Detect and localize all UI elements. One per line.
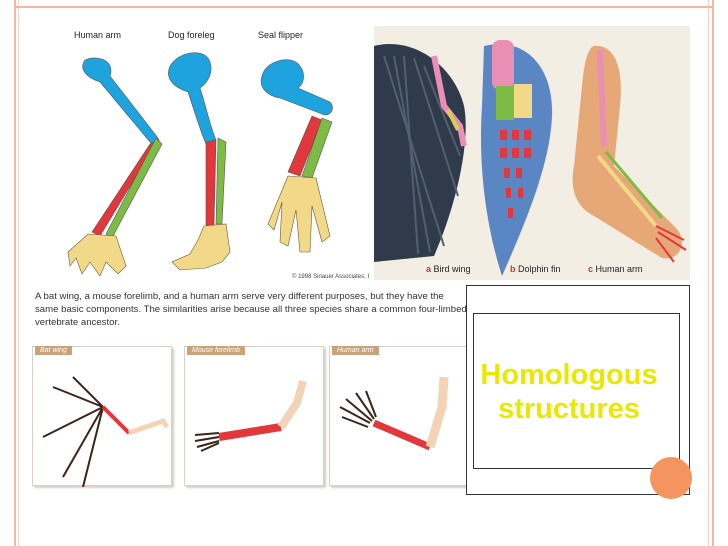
human-arm-bones bbox=[67, 57, 163, 277]
frame-inner-right-line bbox=[708, 0, 709, 546]
mouse-forelimb-tag: Mouse forelimb bbox=[187, 346, 245, 355]
figure-caption: A bat wing, a mouse forelimb, and a huma… bbox=[35, 291, 467, 328]
label-c-human-arm: c Human arm bbox=[588, 264, 643, 274]
dog-foreleg-bones bbox=[168, 52, 231, 271]
slide-title-line2: structures bbox=[498, 393, 640, 425]
frame-top-line bbox=[14, 6, 714, 8]
slide-title: Homologous structures bbox=[466, 358, 672, 426]
dolphin-fin-drawing bbox=[480, 40, 553, 276]
bat-wing-tag: Bat wing bbox=[35, 346, 72, 355]
mouse-forelimb-panel: Mouse forelimb bbox=[184, 346, 324, 486]
decorative-orange-circle bbox=[650, 457, 692, 499]
human-arm-tag: Human arm bbox=[332, 346, 379, 355]
human-arm-panel: Human arm bbox=[329, 346, 469, 486]
frame-left-line bbox=[14, 0, 16, 546]
bat-wing-panel: Bat wing bbox=[32, 346, 172, 488]
slide-title-line1: Homologous bbox=[480, 359, 658, 391]
human-arm-skin-drawing bbox=[572, 45, 687, 263]
label-seal-flipper: Seal flipper bbox=[258, 30, 304, 40]
frame-inner-left-line bbox=[18, 0, 19, 546]
mouse-forelimb-drawing bbox=[194, 379, 307, 452]
label-a-bird-wing: a Bird wing bbox=[426, 264, 471, 274]
copyright-credit: © 1998 Sinauer Associates, I bbox=[292, 274, 370, 280]
label-human-arm: Human arm bbox=[74, 30, 122, 40]
limb-bones-drawing bbox=[67, 52, 333, 277]
limbs-illustration-top-left: Human arm Dog foreleg Seal flipper © 199… bbox=[30, 26, 370, 288]
label-b-dolphin-fin: b Dolphin fin bbox=[510, 264, 561, 274]
human-arm-bottom-drawing bbox=[339, 376, 449, 451]
title-outer-box bbox=[466, 285, 690, 495]
bat-wing-drawing bbox=[42, 376, 170, 488]
label-dog-foreleg: Dog foreleg bbox=[168, 30, 215, 40]
title-inner-box bbox=[473, 313, 680, 469]
limbs-illustration-top-right: a Bird wing b Dolphin fin c Human arm bbox=[374, 26, 690, 280]
limb-skin-drawing bbox=[374, 40, 687, 276]
seal-flipper-bones bbox=[260, 59, 333, 253]
frame-right-line bbox=[712, 0, 714, 546]
bird-wing-drawing bbox=[374, 44, 467, 262]
